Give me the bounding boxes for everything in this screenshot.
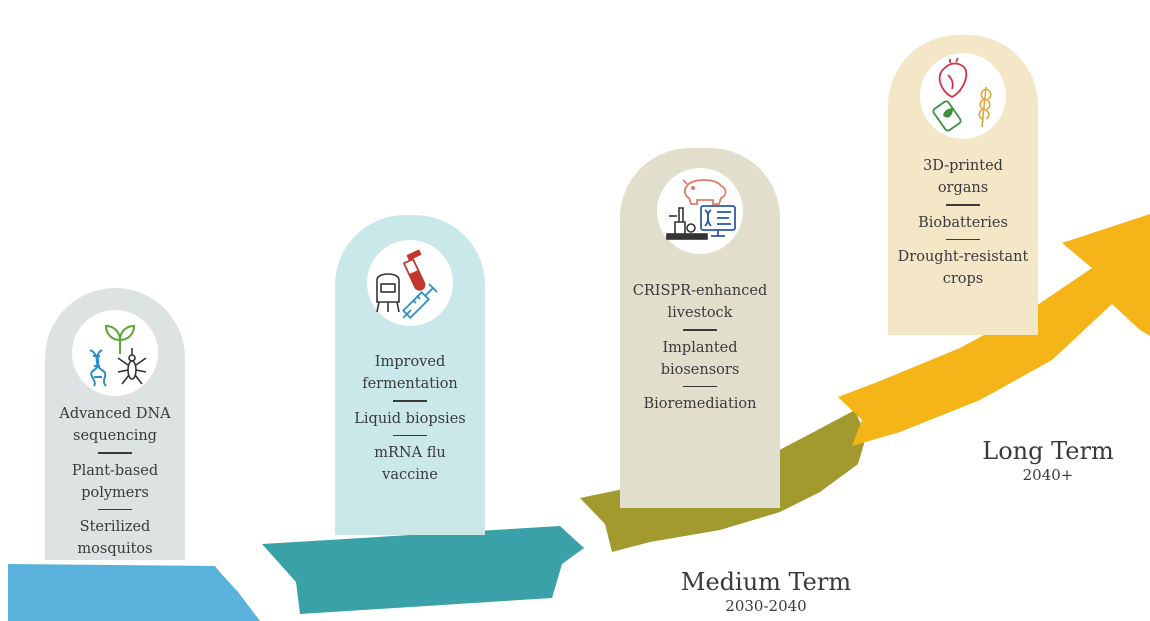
medium-term-years: 2030-2040 — [725, 597, 807, 615]
divider — [946, 204, 980, 206]
heart-organ-icon — [938, 57, 968, 99]
stage-1-items: Advanced DNA sequencing Plant-based poly… — [45, 403, 185, 560]
long-term-label: Long Term 2040+ — [968, 437, 1128, 485]
mosquito-icon — [117, 348, 147, 385]
stage-1-item-1: Advanced DNA sequencing — [59, 406, 171, 444]
divider — [98, 508, 132, 510]
stage-4-items: 3D-printed organs Biobatteries Drought-r… — [888, 155, 1038, 290]
stage-card-medium-term: CRISPR-enhanced livestock Implanted bios… — [620, 148, 780, 508]
stage-2-item-3: mRNA flu vaccine — [374, 445, 446, 483]
lab-microscope-icon — [666, 207, 708, 240]
stage-1-item-2: Plant-based polymers — [71, 462, 159, 501]
dna-helix-icon — [89, 349, 107, 387]
pig-icon — [682, 179, 727, 205]
divider — [683, 385, 717, 387]
stage-2-icon-group — [367, 240, 453, 326]
stage-3-items: CRISPR-enhanced livestock Implanted bios… — [620, 280, 780, 415]
medium-term-name: Medium Term — [680, 568, 852, 596]
divider — [683, 329, 717, 331]
stage-4-item-1: 3D-printed organs — [923, 158, 1003, 196]
stage-4-item-3: Drought-resistant crops — [897, 249, 1029, 287]
stage-2-items: Improved fermentation Liquid biopsies mR… — [335, 351, 485, 486]
stage-3-icon-group — [657, 168, 743, 254]
divider — [946, 238, 980, 240]
stage-4-icon-group — [920, 53, 1006, 139]
stage-2-item-1: Improved fermentation — [362, 354, 458, 392]
arrow-segment-1-body — [8, 564, 258, 621]
blood-test-tube-icon — [402, 249, 426, 291]
battery-leaf-icon — [932, 100, 962, 132]
divider — [393, 434, 427, 436]
stage-3-item-1: CRISPR-enhanced livestock — [632, 283, 768, 321]
plant-sprout-icon — [104, 324, 136, 354]
dna-monitor-icon — [700, 205, 736, 237]
fermentation-tank-icon — [376, 273, 400, 313]
stage-1-item-3: Sterilized mosquitos — [77, 519, 153, 557]
stage-3-item-2: Implanted biosensors — [660, 339, 740, 378]
stage-card-near-term: Advanced DNA sequencing Plant-based poly… — [45, 288, 185, 560]
divider — [98, 452, 132, 454]
stage-card-long-term: 3D-printed organs Biobatteries Drought-r… — [888, 35, 1038, 335]
syringe-icon — [401, 283, 438, 320]
stage-card-short-term: Improved fermentation Liquid biopsies mR… — [335, 215, 485, 535]
medium-term-label: Medium Term 2030-2040 — [666, 568, 866, 616]
stage-2-item-2: Liquid biopsies — [354, 410, 466, 427]
stage-3-item-3: Bioremediation — [643, 396, 757, 412]
arrow-segment-2 — [262, 526, 584, 614]
stage-1-icon-group — [72, 310, 158, 396]
divider — [393, 400, 427, 402]
long-term-name: Long Term — [982, 437, 1114, 465]
wheat-icon — [978, 86, 992, 128]
stage-4-item-2: Biobatteries — [918, 214, 1008, 231]
long-term-years: 2040+ — [1022, 466, 1074, 484]
